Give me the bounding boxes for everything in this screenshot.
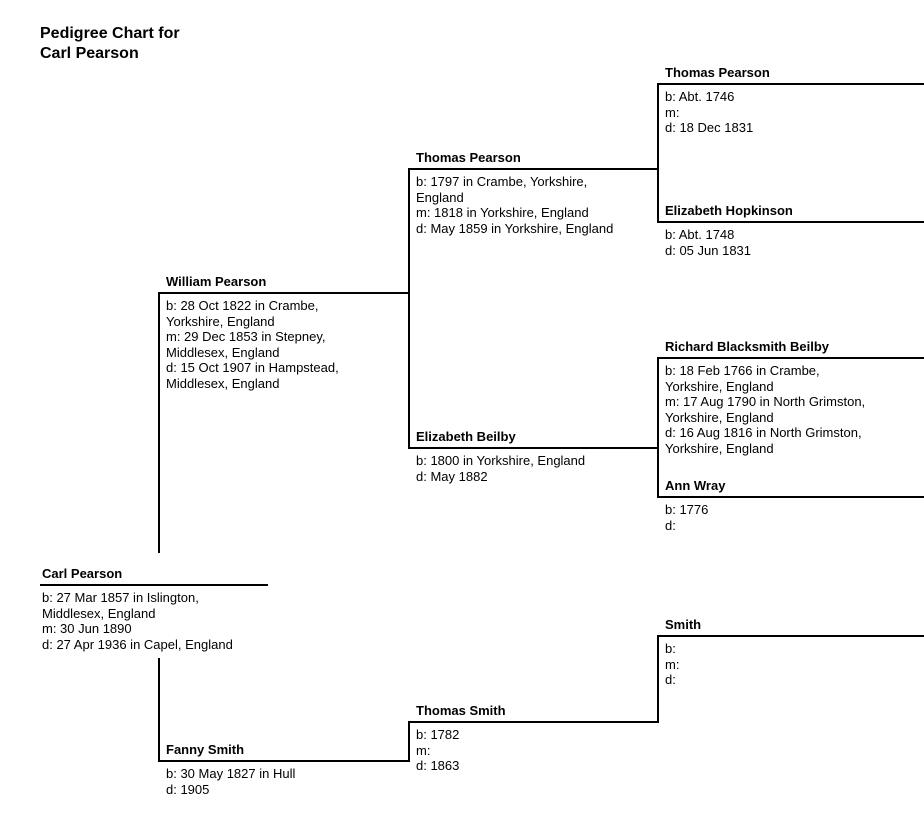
person-entry-richard-blacksmith-beilby[interactable]: Richard Blacksmith Beilby b: 18 Feb 1766… — [657, 339, 924, 456]
person-details: b: Abt. 1748 d: 05 Jun 1831 — [665, 227, 752, 258]
person-details: b: Abt. 1746 m: d: 18 Dec 1831 — [665, 89, 754, 135]
person-entry-elizabeth-hopkinson[interactable]: Elizabeth Hopkinson b: Abt. 1748 d: 05 J… — [657, 203, 924, 258]
name-underline — [408, 447, 657, 449]
person-details: b: 1782 m: d: 1863 — [416, 727, 460, 773]
name-underline — [657, 83, 924, 85]
connector-thomas-smith-to-smith — [657, 635, 659, 723]
name-underline — [657, 357, 924, 359]
person-name: Ann Wray — [665, 478, 726, 493]
page-title: Pedigree Chart for Carl Pearson — [40, 25, 180, 62]
person-name: William Pearson — [166, 274, 267, 289]
person-details: b: 1800 in Yorkshire, England d: May 188… — [416, 453, 586, 484]
name-underline — [408, 168, 657, 170]
person-entry-thomas-smith[interactable]: Thomas Smith b: 1782 m: d: 1863 — [408, 703, 657, 774]
person-details: b: 1797 in Crambe, Yorkshire, England m:… — [416, 174, 614, 236]
connector-fanny-to-thomas-smith — [408, 721, 410, 762]
person-details: b: 1776 d: — [665, 502, 709, 533]
person-name: Fanny Smith — [166, 742, 245, 757]
connector-william-to-parents — [408, 168, 410, 449]
connector-thomas-g3-to-parents — [657, 83, 659, 223]
person-entry-ann-wray[interactable]: Ann Wray b: 1776 d: — [657, 478, 924, 533]
person-details: b: 27 Mar 1857 in Islington, Middlesex, … — [42, 590, 233, 652]
name-underline — [657, 496, 924, 498]
person-details: b: 28 Oct 1822 in Crambe, Yorkshire, Eng… — [166, 298, 339, 391]
name-underline — [657, 221, 924, 223]
person-name: Smith — [665, 617, 702, 632]
person-name: Thomas Pearson — [416, 150, 521, 165]
person-entry-thomas-pearson-g3[interactable]: Thomas Pearson b: 1797 in Crambe, Yorksh… — [408, 150, 657, 236]
person-entry-smith[interactable]: Smith b: m: d: — [657, 617, 924, 688]
person-name: Elizabeth Hopkinson — [665, 203, 793, 218]
name-underline — [657, 635, 924, 637]
person-details: b: 30 May 1827 in Hull d: 1905 — [166, 766, 296, 797]
person-details: b: m: d: — [665, 641, 680, 687]
person-entry-thomas-pearson-g4[interactable]: Thomas Pearson b: Abt. 1746 m: d: 18 Dec… — [657, 65, 924, 136]
name-underline — [158, 760, 408, 762]
name-underline — [408, 721, 657, 723]
name-underline — [158, 292, 408, 294]
person-entry-william-pearson[interactable]: William Pearson b: 28 Oct 1822 in Crambe… — [158, 274, 408, 391]
connector-carl-to-william — [158, 292, 160, 553]
connector-elizabeth-beilby-to-parents — [657, 357, 659, 498]
person-entry-carl-pearson[interactable]: Carl Pearson b: 27 Mar 1857 in Islington… — [40, 566, 268, 652]
person-name: Thomas Smith — [416, 703, 506, 718]
person-details: b: 18 Feb 1766 in Crambe, Yorkshire, Eng… — [665, 363, 866, 456]
person-entry-fanny-smith[interactable]: Fanny Smith b: 30 May 1827 in Hull d: 19… — [158, 742, 408, 797]
name-underline — [40, 584, 268, 586]
person-name: Elizabeth Beilby — [416, 429, 516, 444]
person-name: Carl Pearson — [42, 566, 123, 581]
person-name: Richard Blacksmith Beilby — [665, 339, 829, 354]
person-name: Thomas Pearson — [665, 65, 770, 80]
person-entry-elizabeth-beilby[interactable]: Elizabeth Beilby b: 1800 in Yorkshire, E… — [408, 429, 657, 484]
connector-carl-to-fanny — [158, 658, 160, 762]
